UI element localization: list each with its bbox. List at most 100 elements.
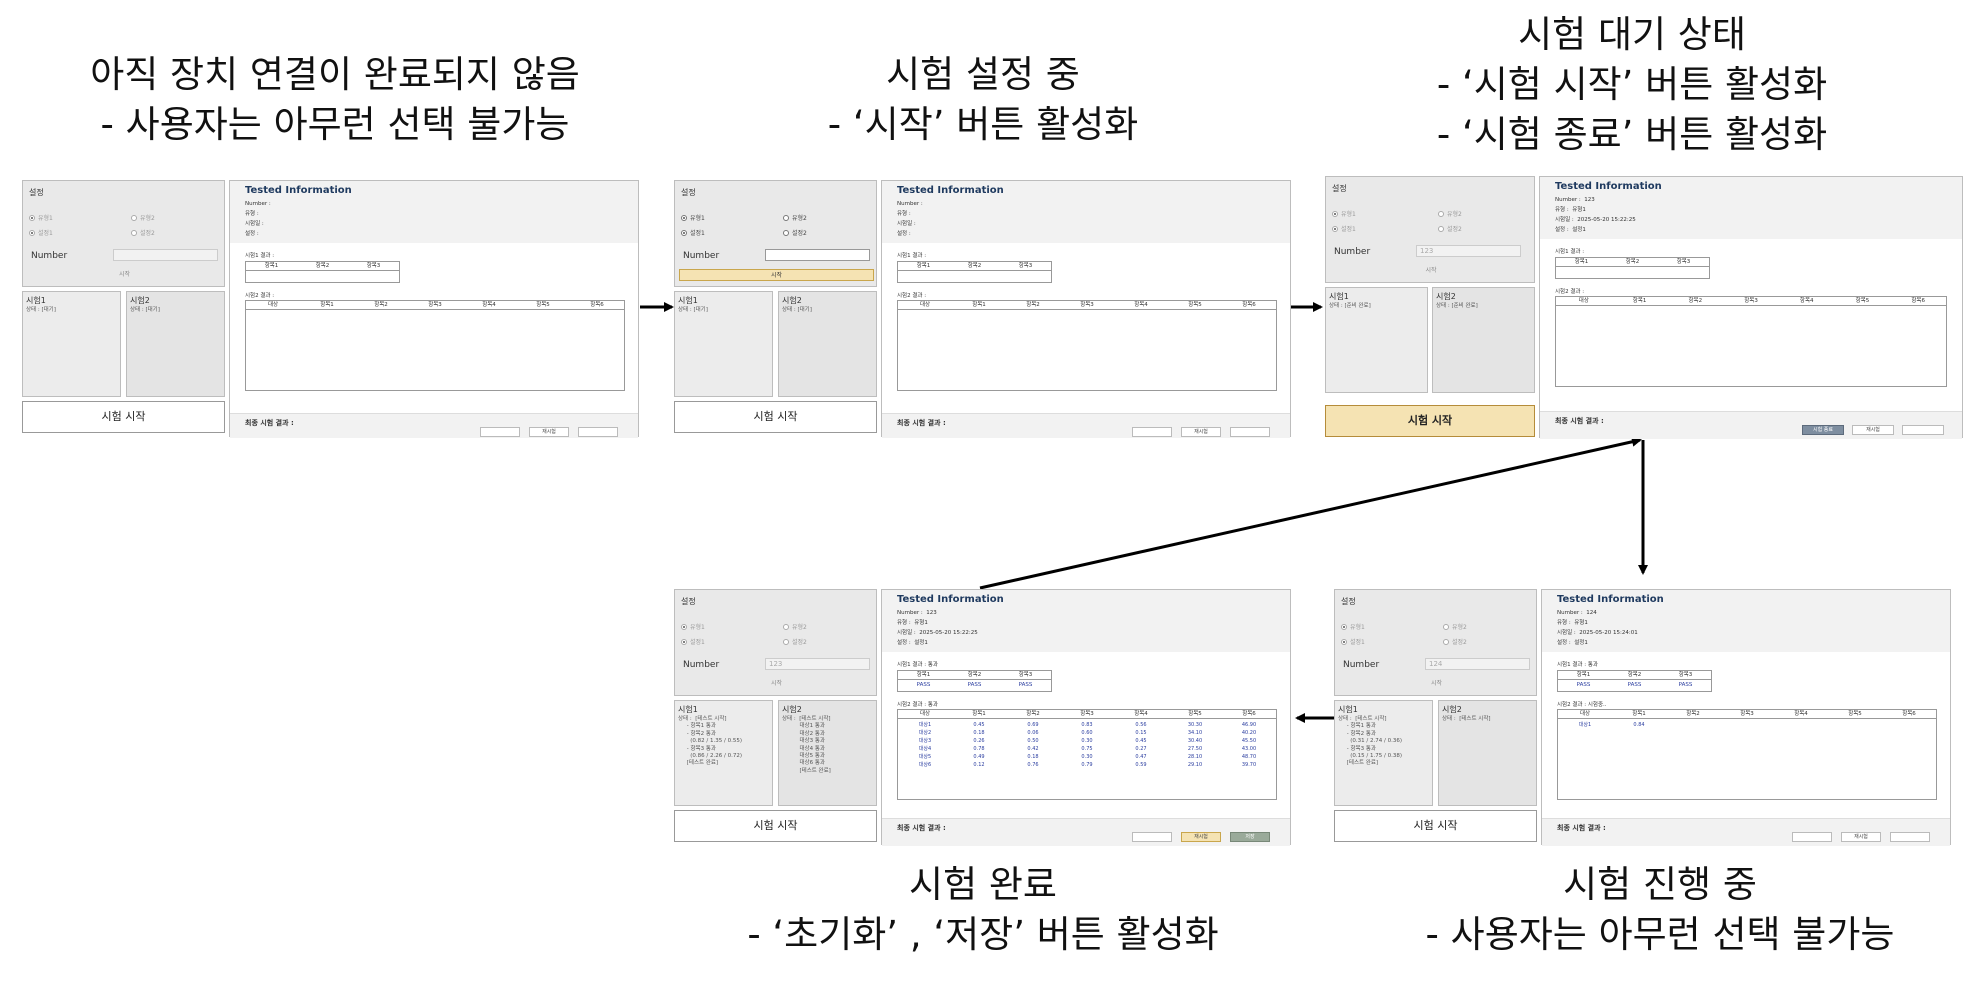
number-label: Number <box>683 660 720 670</box>
radio-label: 유형2 <box>792 215 807 222</box>
test-stop-button[interactable] <box>480 427 520 437</box>
test-stop-button[interactable] <box>1132 832 1172 842</box>
radio-label: 유형2 <box>140 215 155 222</box>
start-button[interactable]: 시작 <box>770 680 783 687</box>
test-start-button[interactable]: 시험 시작 <box>674 401 877 433</box>
test2-status: 상태 : [테스트 시작] <box>1442 716 1491 722</box>
caption-line: - ‘시험 종료’ 버튼 활성화 <box>1436 113 1828 156</box>
radio-set1[interactable]: 설정1 <box>29 228 53 237</box>
radio-label: 유형1 <box>1341 211 1356 218</box>
save-button[interactable] <box>1902 425 1944 435</box>
radio-set1[interactable]: 설정1 <box>1332 224 1356 233</box>
caption-line: - 사용자는 아무런 선택 불가능 <box>1425 913 1895 956</box>
table-header: 항목1 <box>320 302 334 308</box>
retest-button[interactable]: 재시험 <box>1841 832 1881 842</box>
save-button[interactable] <box>578 427 618 437</box>
radio-type1[interactable]: 유형1 <box>681 622 705 631</box>
radio-dot-icon <box>29 214 35 221</box>
test-start-button[interactable]: 시험 시작 <box>1334 810 1537 842</box>
radio-type1[interactable]: 유형1 <box>681 213 705 222</box>
test-stop-button[interactable]: 시험 종료 <box>1802 425 1844 435</box>
number-input[interactable]: 124 <box>1425 658 1530 670</box>
info-panel: Tested Information Number : 123 유형 : 유형1… <box>1539 176 1963 439</box>
number-input[interactable]: 123 <box>1416 245 1521 257</box>
table-header: 항목3 <box>1678 672 1693 678</box>
radio-type1[interactable]: 유형1 <box>1332 209 1356 218</box>
settings-title: 설정 <box>681 597 696 606</box>
table-cell: 46.90 <box>1241 722 1257 728</box>
test-start-button[interactable]: 시험 시작 <box>1325 405 1535 437</box>
radio-type1[interactable]: 유형1 <box>29 213 53 222</box>
radio-set1[interactable]: 설정1 <box>681 637 705 646</box>
screen-ready: 설정 유형1 유형2 설정1 설정2 Number 123 시작 시험1 상태 … <box>1325 176 1963 439</box>
radio-set2[interactable]: 설정2 <box>1438 224 1462 233</box>
info-header: Tested Information Number : 유형 : 시험일 : 설… <box>230 181 638 243</box>
number-input[interactable]: 123 <box>765 658 870 670</box>
radio-type2[interactable]: 유형2 <box>783 622 807 631</box>
test1-status: 상태 : [준비 완료] <box>1329 303 1371 309</box>
start-button[interactable]: 시작 <box>118 271 131 278</box>
table-header: 항목4 <box>482 302 496 308</box>
caption-ready: 시험 대기 상태 - ‘시험 시작’ 버튼 활성화 - ‘시험 종료’ 버튼 활… <box>1437 10 1827 160</box>
test2-status: 상태 : [준비 완료] <box>1436 303 1478 309</box>
table-header: 항목5 <box>1188 302 1202 308</box>
test1-title: 시험1 <box>678 296 698 305</box>
test1-title: 시험1 <box>26 296 46 305</box>
table-header: 항목1 <box>972 302 986 308</box>
table-cell <box>1000 272 1051 282</box>
test2-result-label: 시험2 결과 : <box>897 293 927 299</box>
radio-set2[interactable]: 설정2 <box>783 637 807 646</box>
table-cell <box>1828 721 1882 729</box>
table-cell: 대상1 <box>918 722 932 728</box>
radio-type2[interactable]: 유형2 <box>131 213 155 222</box>
radio-label: 설정2 <box>792 230 807 237</box>
save-button[interactable]: 저장 <box>1230 832 1270 842</box>
table-header: 항목6 <box>1242 302 1256 308</box>
table-cell: 0.69 <box>1027 722 1039 728</box>
radio-set2[interactable]: 설정2 <box>783 228 807 237</box>
retest-button[interactable]: 재시험 <box>529 427 569 437</box>
table-cell: 0.27 <box>1135 746 1147 752</box>
save-button[interactable] <box>1230 427 1270 437</box>
radio-set1[interactable]: 설정1 <box>681 228 705 237</box>
retest-button[interactable]: 재시험 <box>1181 427 1221 437</box>
table-cell: 0.15 <box>1135 730 1147 736</box>
test1-status: 상태 : [테스트 시작] - 항목1 통과 - 항목2 통과 (0.82 / … <box>678 716 742 767</box>
number-input[interactable] <box>765 249 870 261</box>
radio-set2[interactable]: 설정2 <box>1443 637 1467 646</box>
table-header: 항목2 <box>1026 711 1040 717</box>
start-button[interactable]: 시작 <box>679 269 874 281</box>
test-stop-button[interactable] <box>1132 427 1172 437</box>
test-start-button[interactable]: 시험 시작 <box>674 810 877 842</box>
start-button[interactable]: 시작 <box>1430 680 1443 687</box>
retest-button[interactable]: 재시험 <box>1181 832 1221 842</box>
table-header: 항목3 <box>1676 259 1691 265</box>
test-stop-button[interactable] <box>1792 832 1832 842</box>
radio-type1[interactable]: 유형1 <box>1341 622 1365 631</box>
table-cell <box>1720 721 1774 729</box>
radio-set1[interactable]: 설정1 <box>1341 637 1365 646</box>
retest-button[interactable]: 재시험 <box>1852 425 1894 435</box>
save-button[interactable] <box>1890 832 1930 842</box>
test2-panel: 시험2 상태 : [대기] <box>126 291 225 397</box>
info-fields: Number : 124 유형 : 유형1 시험일 : 2025-05-20 1… <box>1557 610 1638 646</box>
table-cell: 30.40 <box>1187 738 1203 744</box>
radio-type2[interactable]: 유형2 <box>1443 622 1467 631</box>
radio-set2[interactable]: 설정2 <box>131 228 155 237</box>
radio-dot-icon <box>783 229 789 236</box>
table-header: 항목3 <box>1740 711 1754 717</box>
test1-title: 시험1 <box>678 705 698 714</box>
test2-title: 시험2 <box>782 296 802 305</box>
screen-not-connected: 설정 유형1 유형2 설정1 설정2 Number 시작 시험1 상태 : [대… <box>22 180 639 454</box>
start-button[interactable]: 시작 <box>1425 267 1437 274</box>
radio-dot-icon <box>1332 210 1338 217</box>
test-start-button[interactable]: 시험 시작 <box>22 401 225 433</box>
caption-line: - 사용자는 아무런 선택 불가능 <box>100 103 570 146</box>
radio-type2[interactable]: 유형2 <box>1438 209 1462 218</box>
number-input[interactable] <box>113 249 218 261</box>
table-header: 항목6 <box>590 302 604 308</box>
radio-type2[interactable]: 유형2 <box>783 213 807 222</box>
